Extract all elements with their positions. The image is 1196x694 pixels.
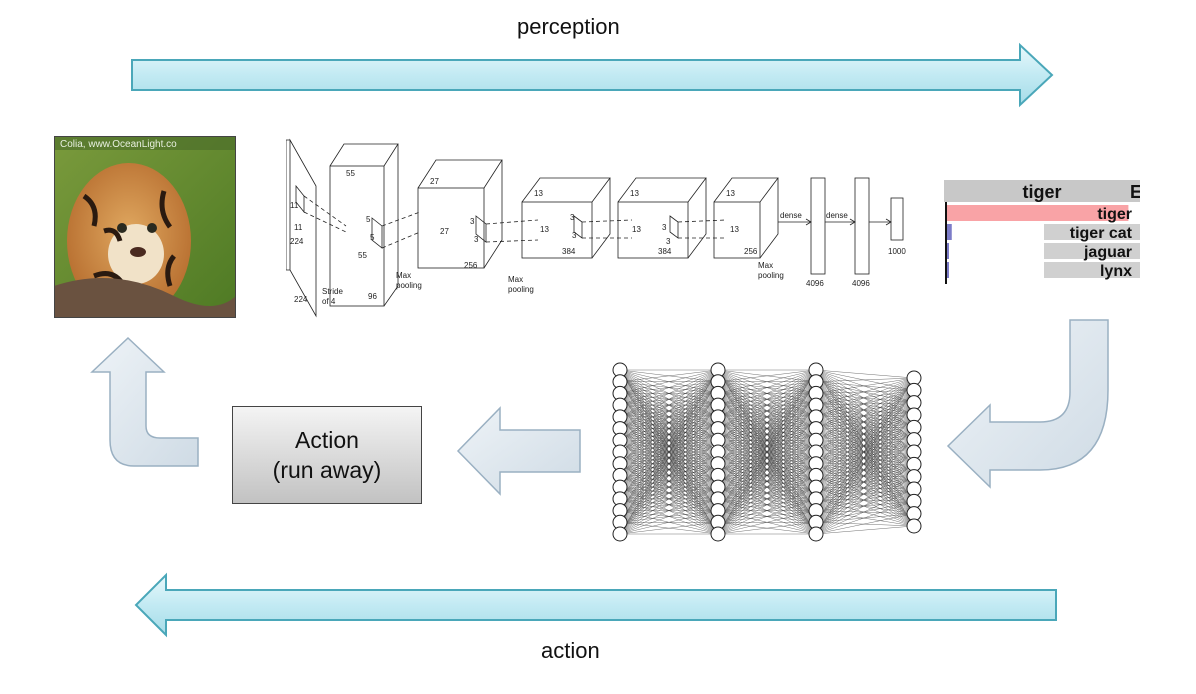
- cnn-label: 55: [358, 251, 367, 260]
- prediction-label: lynx: [1100, 263, 1132, 280]
- cnn-label: 13: [730, 225, 739, 234]
- cnn-label: 384: [562, 247, 576, 256]
- network-node: [710, 526, 726, 542]
- network-node: [906, 518, 922, 534]
- prediction-label-bg: [1044, 224, 1140, 240]
- cnn-label: 3: [570, 213, 575, 222]
- cnn-label: 27: [440, 227, 449, 236]
- curved-arrow-left: [90, 336, 199, 467]
- network-connections: [619, 369, 915, 535]
- prediction-label-bg: [1044, 243, 1140, 259]
- cnn-label: 224: [290, 237, 304, 246]
- photo-watermark: Colia, www.OceanLight.co: [60, 139, 177, 150]
- cnn-label: 256: [464, 261, 478, 270]
- cnn-label: 13: [632, 225, 641, 234]
- cnn-label: dense: [780, 211, 802, 220]
- cnn-label: pooling: [396, 281, 422, 290]
- cnn-label: 5: [370, 233, 375, 242]
- prediction-label: tiger cat: [1070, 225, 1133, 242]
- cnn-label: 13: [630, 189, 639, 198]
- cnn-label: 5: [366, 215, 371, 224]
- cnn-label: 27: [430, 177, 439, 186]
- cnn-label: pooling: [758, 271, 784, 280]
- network-node: [808, 526, 824, 542]
- cnn-label: 1000: [888, 247, 906, 256]
- cnn-label: pooling: [508, 285, 534, 294]
- cnn-label: 3: [470, 217, 475, 226]
- cnn-label: 4096: [806, 279, 824, 288]
- prediction-bar: [946, 243, 949, 259]
- action-box-title: Action: [295, 427, 359, 453]
- cnn-label: 3: [474, 235, 479, 244]
- cnn-label: 13: [726, 189, 735, 198]
- action-arrow: [134, 572, 1057, 638]
- cnn-label: Max: [758, 261, 773, 270]
- prediction-bar: [946, 205, 1129, 221]
- cnn-label: 3: [572, 231, 577, 240]
- prediction-label: tiger: [1097, 206, 1132, 223]
- action-label: action: [541, 638, 600, 663]
- cnn-label: 13: [540, 225, 549, 234]
- action-box-subtitle: (run away): [272, 457, 382, 483]
- cnn-label: Stride: [322, 287, 343, 296]
- cnn-label: 4096: [852, 279, 870, 288]
- cnn-label: 11: [294, 223, 303, 232]
- action-box: Action (run away): [232, 406, 422, 504]
- prediction-panel: tiger E tiger tiger cat jaguar lynx: [944, 180, 1140, 284]
- cnn-label: 13: [534, 189, 543, 198]
- cnn-label: 384: [658, 247, 672, 256]
- cnn-label: 96: [368, 292, 377, 301]
- cnn-label: 224: [294, 295, 308, 304]
- cnn-label: 11: [290, 201, 299, 210]
- cnn-label: dense: [826, 211, 848, 220]
- cnn-label: 256: [744, 247, 758, 256]
- cnn-label: Max: [396, 271, 411, 280]
- left-arrow-middle: [456, 406, 581, 496]
- prediction-label-bg: [1044, 262, 1140, 278]
- prediction-header: tiger: [1022, 182, 1061, 202]
- cnn-label: Max: [508, 275, 523, 284]
- cnn-label: of 4: [322, 297, 336, 306]
- tiger-photo: Colia, www.OceanLight.co: [54, 136, 236, 318]
- prediction-label: jaguar: [1083, 244, 1132, 261]
- network-node: [612, 526, 628, 542]
- cnn-label: 3: [662, 223, 667, 232]
- cnn-label: 3: [666, 237, 671, 246]
- curved-arrow-right: [946, 319, 1109, 489]
- perception-arrow: [131, 42, 1054, 108]
- fully-connected-network: [612, 362, 922, 542]
- prediction-bar: [946, 224, 952, 240]
- perception-label: perception: [517, 14, 620, 39]
- prediction-bar: [946, 262, 949, 278]
- cnn-label: 55: [346, 169, 355, 178]
- cnn-architecture: 11 11 224 224 Stride of 4 55 5 5 55 96 M…: [286, 138, 906, 318]
- prediction-header-cut: E: [1130, 182, 1140, 202]
